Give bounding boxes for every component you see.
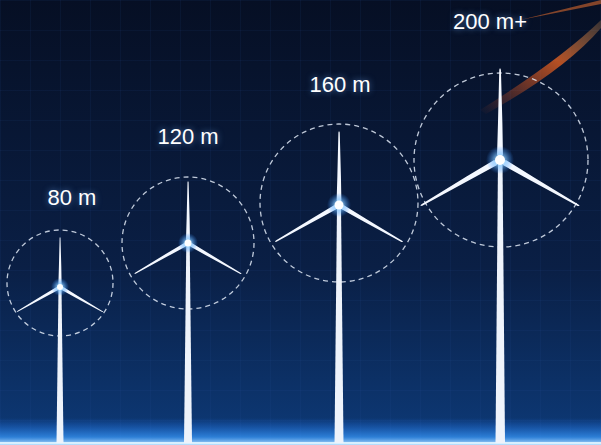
height-label: 160 m xyxy=(309,72,370,98)
height-label: 200 m+ xyxy=(453,9,527,35)
height-label: 120 m xyxy=(157,124,218,150)
height-label: 80 m xyxy=(48,185,97,211)
